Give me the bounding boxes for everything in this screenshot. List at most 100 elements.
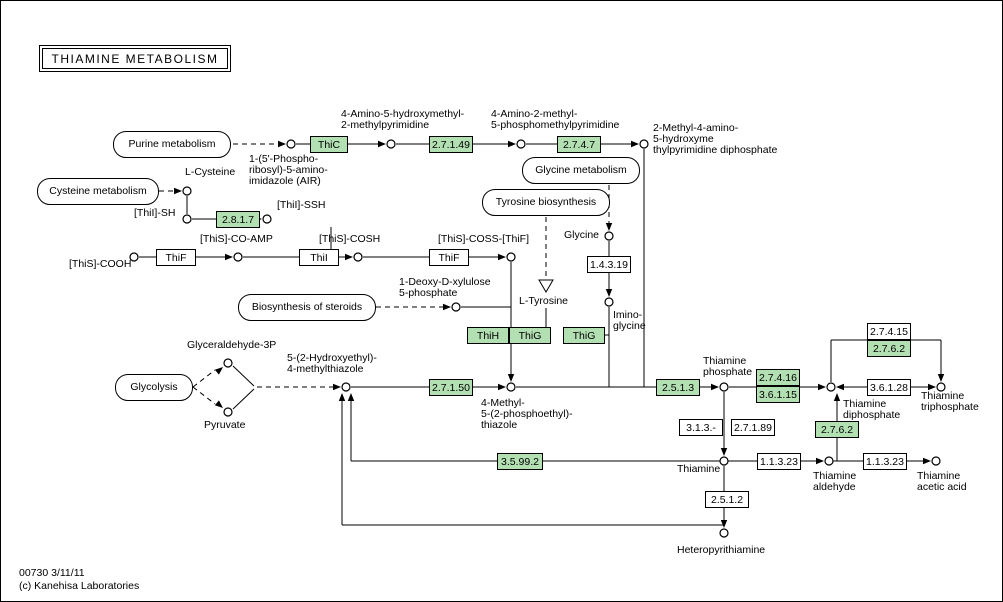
enzyme-box-thif[interactable]: ThiF — [156, 249, 196, 266]
compound-node-this-cooh[interactable] — [129, 252, 139, 262]
compound-label: [ThiS]-COOH — [69, 258, 132, 270]
pathway-title: THIAMINE METABOLISM — [42, 48, 228, 69]
pathway-link-glycolysis[interactable]: Glycolysis — [115, 374, 193, 401]
pathway-link-glycine-metabolism[interactable]: Glycine metabolism — [522, 157, 640, 184]
enzyme-box-1-1-3-23[interactable]: 1.1.3.23 — [863, 453, 907, 470]
enzyme-box-1-1-3-23[interactable]: 1.1.3.23 — [757, 453, 801, 470]
enzyme-box-2-5-1-2[interactable]: 2.5.1.2 — [705, 491, 749, 508]
compound-label: Imino- glycine — [613, 309, 646, 332]
compound-node-this-cosh[interactable] — [353, 252, 363, 262]
arrowhead-icon — [338, 393, 346, 401]
compound-node-this-coss-thif[interactable] — [506, 252, 516, 262]
enzyme-box-2-7-6-2[interactable]: 2.7.6.2 — [815, 421, 859, 438]
arrowhead-icon — [225, 253, 233, 261]
enzyme-box-2-7-4-16[interactable]: 2.7.4.16 — [756, 369, 800, 386]
compound-node-pyruvate[interactable] — [223, 407, 233, 417]
compound-label: 5-(2-Hydroxyethyl)- 4-methylthiazole — [287, 352, 377, 375]
arrowhead-icon — [818, 383, 826, 391]
arrowhead-icon — [333, 383, 341, 391]
compound-node-thiamine-diphosphate[interactable] — [826, 382, 836, 392]
arrowhead-icon — [508, 140, 516, 148]
compound-node-hydroxymethylpyrimidine[interactable] — [386, 139, 396, 149]
enzyme-box-1-4-3-19[interactable]: 1.4.3.19 — [587, 256, 631, 273]
compound-node-thii-ssh[interactable] — [262, 214, 272, 224]
arrowhead-icon — [443, 303, 451, 311]
connector-line — [192, 369, 216, 388]
enzyme-box-3-6-1-28[interactable]: 3.6.1.28 — [867, 379, 911, 396]
enzyme-box-3-1-3[interactable]: 3.1.3.- — [679, 419, 723, 436]
enzyme-box-2-7-4-7[interactable]: 2.7.4.7 — [557, 136, 601, 153]
enzyme-box-3-5-99-2[interactable]: 3.5.99.2 — [497, 453, 543, 470]
pathway-link-purine-metabolism[interactable]: Purine metabolism — [113, 131, 231, 158]
compound-label: Thiamine — [677, 463, 721, 475]
compound-node-thiamine[interactable] — [719, 456, 729, 466]
enzyme-box-2-7-1-89[interactable]: 2.7.1.89 — [731, 419, 775, 436]
compound-node-deoxyxylulose-5-phosphate[interactable] — [451, 302, 461, 312]
compound-label: Thiamine aldehyde — [813, 470, 857, 493]
compound-label: Thiamine phosphate — [703, 355, 753, 378]
compound-node-glyceraldehyde-3p[interactable] — [223, 358, 233, 368]
enzyme-box-thii[interactable]: ThiI — [299, 249, 339, 266]
connector-line — [192, 386, 216, 405]
arrowhead-icon — [214, 400, 223, 408]
enzyme-box-thig[interactable]: ThiG — [509, 327, 551, 344]
arrowhead-icon — [937, 374, 945, 382]
compound-label: 4-Amino-5-hydroxymethyl- 2-methylpyrimid… — [341, 108, 465, 131]
compound-node-thii-sh[interactable] — [182, 214, 192, 224]
enzyme-box-3-6-1-15[interactable]: 3.6.1.15 — [756, 386, 800, 403]
compound-node-iminoglycine[interactable] — [604, 297, 614, 307]
compound-node-this-co-amp[interactable] — [233, 252, 243, 262]
enzyme-box-2-7-1-49[interactable]: 2.7.1.49 — [429, 136, 473, 153]
compound-node-thiamine-acetic-acid[interactable] — [931, 456, 941, 466]
enzyme-box-2-7-6-2[interactable]: 2.7.6.2 — [867, 340, 911, 357]
arrowhead-icon — [498, 253, 506, 261]
enzyme-box-thif[interactable]: ThiF — [429, 249, 469, 266]
arrowhead-icon — [720, 448, 728, 456]
compound-label: [ThiS]-COSS-[ThiF] — [438, 233, 530, 245]
pathway-link-cysteine-metabolism[interactable]: Cysteine metabolism — [37, 178, 159, 205]
arrowhead-icon — [378, 140, 386, 148]
enzyme-box-thic[interactable]: ThiC — [310, 136, 348, 153]
enzyme-box-2-8-1-7[interactable]: 2.8.1.7 — [216, 211, 260, 228]
enzyme-box-2-7-1-50[interactable]: 2.7.1.50 — [429, 379, 473, 396]
compound-label: L-Tyrosine — [519, 295, 569, 307]
arrowhead-icon — [816, 457, 824, 465]
compound-node-thiamine-triphosphate[interactable] — [936, 382, 946, 392]
arrowhead-icon — [345, 253, 353, 261]
compound-label: 1-(5'-Phospho- ribosyl)-5-amino- imidazo… — [249, 153, 328, 187]
compound-node-l-cysteine[interactable] — [182, 186, 192, 196]
enzyme-box-2-5-1-3[interactable]: 2.5.1.3 — [656, 379, 700, 396]
pathway-link-tyrosine-biosynthesis[interactable]: Tyrosine biosynthesis — [482, 189, 610, 216]
compound-node-heteropyrithiamine[interactable] — [719, 528, 729, 538]
arrowhead-icon — [711, 383, 719, 391]
compound-label: 4-Amino-2-methyl- 5-phosphomethylpyrimid… — [491, 108, 620, 131]
compound-node-hydroxyethyl-methylthiazole[interactable] — [341, 382, 351, 392]
map-number: 00730 3/11/11 — [19, 567, 85, 579]
arrowhead-icon — [720, 520, 728, 528]
compound-node-glycine[interactable] — [604, 231, 614, 241]
arrowhead-icon — [347, 393, 355, 401]
enzyme-box-thig[interactable]: ThiG — [563, 327, 605, 344]
compound-node-pyrimidine-diphosphate[interactable] — [639, 139, 649, 149]
enzyme-box-2-7-4-15[interactable]: 2.7.4.15 — [867, 323, 911, 340]
compound-node-air[interactable] — [286, 139, 296, 149]
compound-label: Thiamine acetic acid — [917, 470, 967, 493]
compound-label: Thiamine triphosphate — [921, 390, 979, 413]
pathway-link-biosynthesis-of-steroids[interactable]: Biosynthesis of steroids — [238, 294, 376, 321]
compound-label: Heteropyrithiamine — [677, 544, 766, 556]
open-arrowhead-icon — [538, 279, 554, 293]
compound-node-thiamine-aldehyde[interactable] — [824, 456, 834, 466]
compound-label: [ThiS]-COSH — [319, 233, 381, 245]
arrowhead-icon — [214, 367, 223, 375]
connector-line — [232, 365, 255, 387]
arrowhead-icon — [605, 289, 613, 297]
compound-node-phosphoethyl-methylthiazole[interactable] — [506, 382, 516, 392]
enzyme-box-thih[interactable]: ThiH — [467, 327, 509, 344]
arrowhead-icon — [928, 383, 936, 391]
compound-node-phosphomethylpyrimidine[interactable] — [516, 139, 526, 149]
compound-node-thiamine-phosphate[interactable] — [719, 382, 729, 392]
compound-label: [ThiI]-SH — [134, 207, 176, 219]
copyright-notice: (c) Kanehisa Laboratories — [19, 580, 140, 592]
compound-label: Glycine — [564, 229, 600, 241]
